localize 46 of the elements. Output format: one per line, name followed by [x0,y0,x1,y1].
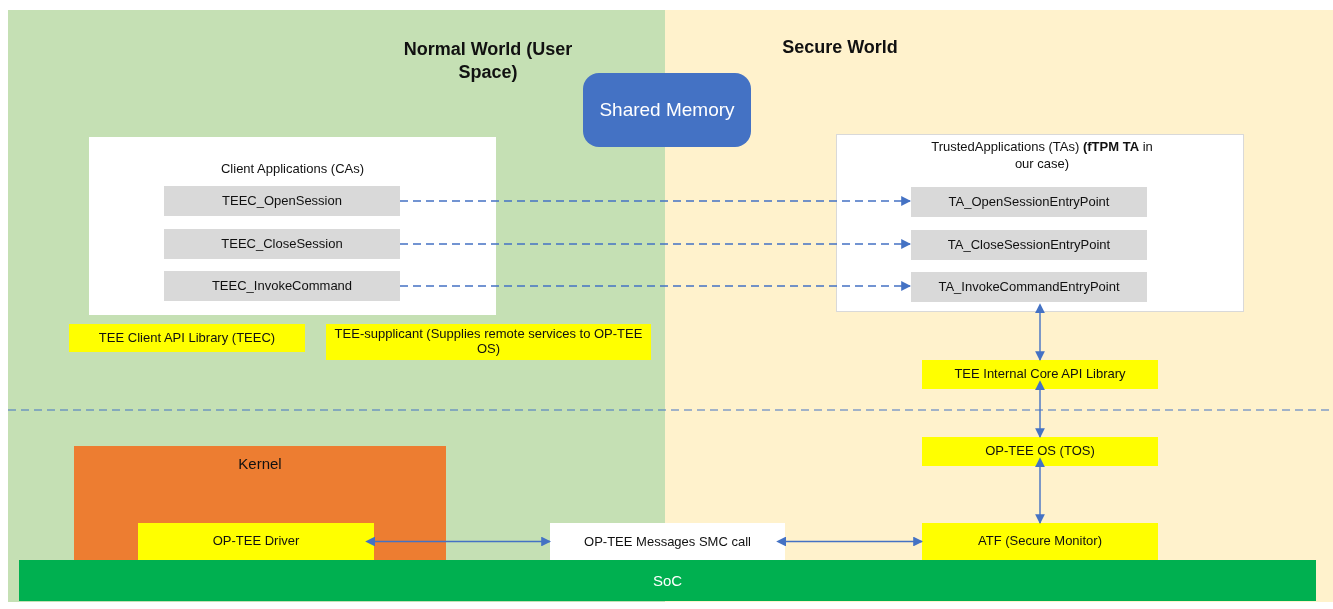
soc-bar [19,560,1316,601]
function-box [164,271,400,301]
driver-box [138,523,374,560]
arrow [1035,303,1045,361]
box-label: OP-TEE Messages SMC call [584,533,751,550]
kernel-box [74,446,446,560]
group-heading: Client Applications (CAs) [219,161,366,178]
box-label: TA_CloseSessionEntryPoint [947,236,1111,254]
box-label: TEEC_CloseSession [221,235,343,253]
box-label: Shared Memory [599,97,735,122]
library-box [69,324,305,352]
section-heading: Normal World (User Space) [402,38,574,85]
os-box [922,437,1158,466]
arrow [365,536,551,547]
box-label: ATF (Secure Monitor) [978,533,1102,550]
box-label: SoC [652,570,683,591]
box-label: TEE Client API Library (TEEC) [98,329,276,347]
box-label: TEEC_InvokeCommand [211,277,353,295]
memory-box [583,73,751,147]
arrow [776,536,923,547]
box-label: OP-TEE Driver [212,533,300,550]
arrow [1035,380,1045,438]
application-group-box [836,134,1244,312]
box-label: TA_OpenSessionEntryPoint [948,193,1110,211]
message-box [550,523,785,560]
box-label: TEE-supplicant (Supplies remote services to OP-TEE OS) [333,327,644,357]
application-group-box [89,137,496,315]
box-label: TEE Internal Core API Library [954,366,1126,383]
monitor-box [922,523,1158,560]
library-box [326,324,651,360]
arrow [399,196,911,206]
function-box [911,272,1147,302]
arrow [1035,457,1045,524]
function-box [164,229,400,259]
function-box [911,187,1147,217]
group-heading: TrustedApplications (TAs) (fTPM TA in our case) [930,139,1154,173]
box-label: OP-TEE OS (TOS) [985,443,1095,460]
function-box [164,186,400,216]
arrow [399,239,911,249]
box-label: TA_InvokeCommandEntryPoint [938,278,1120,296]
section-heading: Secure World [781,36,899,59]
library-box [922,360,1158,389]
arrow [399,281,911,291]
box-label: TEEC_OpenSession [222,192,342,210]
function-box [911,230,1147,260]
group-heading: Kernel [237,454,283,474]
